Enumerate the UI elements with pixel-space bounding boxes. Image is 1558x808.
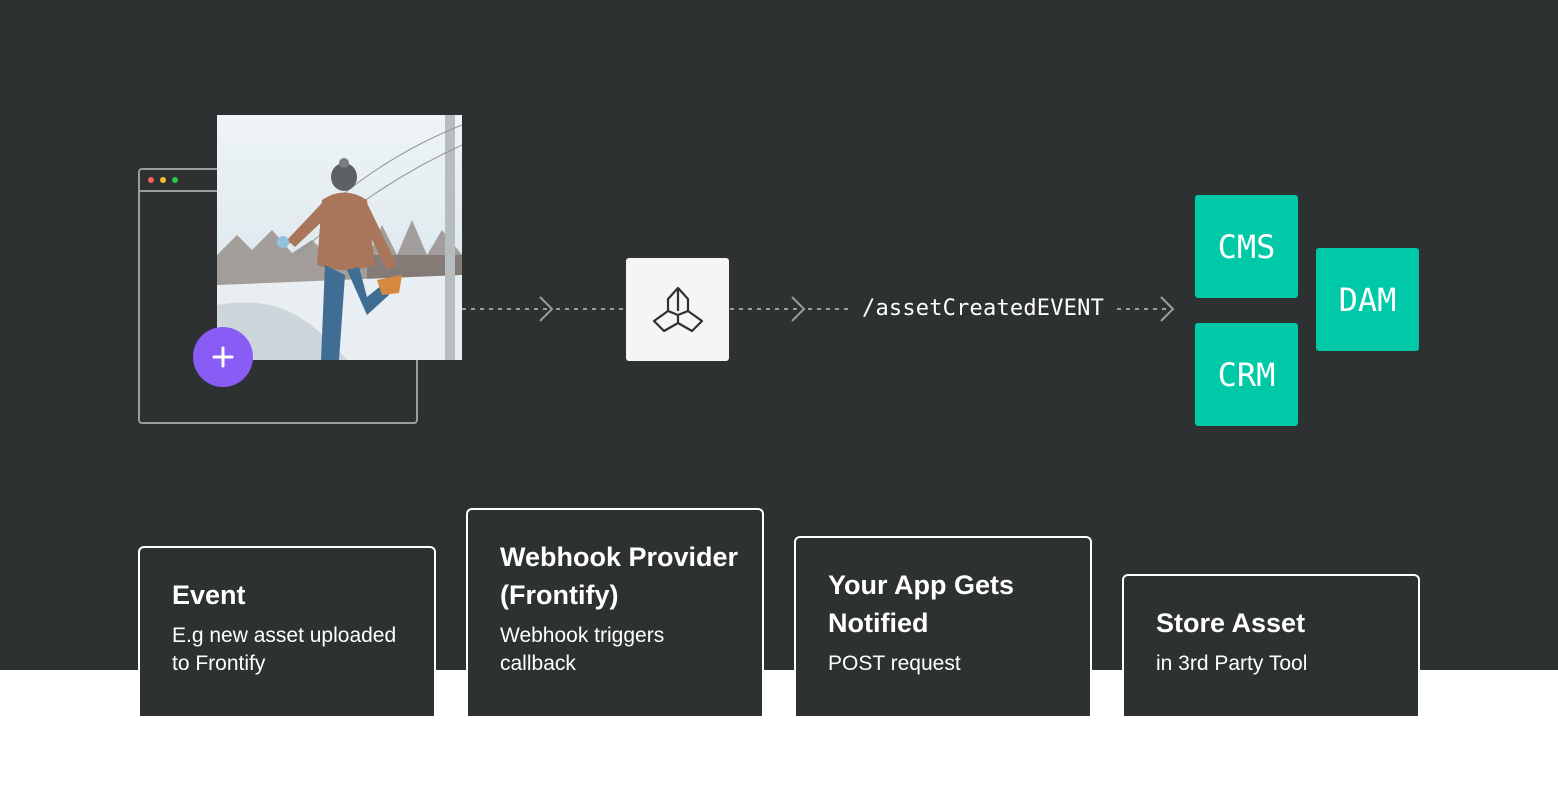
- arrow-right-icon: [539, 296, 554, 322]
- step-card-webhook-provider: Webhook Provider (Frontify) Webhook trig…: [466, 508, 764, 716]
- step-card-app-notified: Your App Gets Notified POST request: [794, 536, 1092, 716]
- window-maximize-dot: [172, 177, 178, 183]
- tool-cms: CMS: [1195, 195, 1298, 298]
- card-description: POST request: [828, 652, 961, 675]
- plus-icon: [212, 346, 234, 368]
- card-description: Webhook triggers callback: [500, 624, 665, 675]
- event-endpoint-label: /assetCreatedEVENT: [862, 296, 1105, 321]
- card-description: E.g new asset uploaded to Frontify: [172, 624, 397, 675]
- card-title: Webhook Provider (Frontify): [500, 542, 739, 610]
- webhook-provider-node: [626, 258, 729, 361]
- frontify-logo-icon: [652, 286, 703, 332]
- add-asset-button[interactable]: [193, 327, 253, 387]
- card-title: Store Asset: [1156, 608, 1306, 638]
- card-description: in 3rd Party Tool: [1156, 652, 1308, 675]
- step-card-store-asset: Store Asset in 3rd Party Tool: [1122, 574, 1420, 716]
- window-close-dot: [148, 177, 154, 183]
- card-title: Your App Gets Notified: [828, 570, 1015, 638]
- window-minimize-dot: [160, 177, 166, 183]
- tool-crm: CRM: [1195, 323, 1298, 426]
- arrow-right-icon: [1160, 296, 1175, 322]
- card-title: Event: [172, 580, 246, 610]
- flow-connectors: [462, 296, 1175, 322]
- step-card-event: Event E.g new asset uploaded to Frontify: [138, 546, 436, 716]
- arrow-right-icon: [791, 296, 806, 322]
- tool-dam: DAM: [1316, 248, 1419, 351]
